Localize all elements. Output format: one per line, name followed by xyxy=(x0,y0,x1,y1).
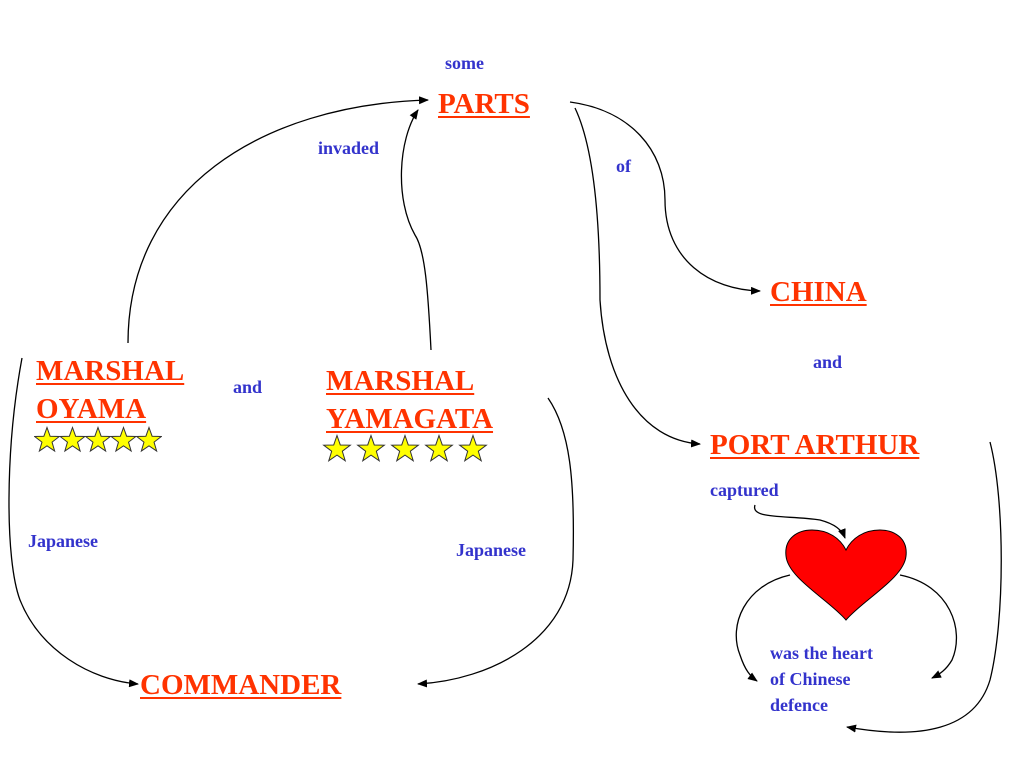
arrow-oyama-to-parts xyxy=(127,96,429,344)
node-yamagata-line-2: YAMAGATA xyxy=(326,403,494,435)
label-invaded: invaded xyxy=(318,138,380,158)
arrow-heart-right xyxy=(899,574,958,679)
label-and-china: and xyxy=(813,352,843,372)
star-icon xyxy=(322,434,352,463)
arrow-heart-left xyxy=(735,574,791,682)
node-parts: PARTS xyxy=(438,88,530,120)
label-captured: captured xyxy=(710,480,779,500)
node-commander: COMMANDER xyxy=(140,669,342,701)
heart-icon xyxy=(785,529,907,621)
star-icon xyxy=(109,426,138,453)
yamagata-star-rating xyxy=(322,434,488,463)
label-japanese-left: Japanese xyxy=(28,531,99,551)
node-yamagata-line-1: MARSHAL xyxy=(326,365,475,397)
node-oyama-line-1: MARSHAL xyxy=(36,355,185,387)
label-heart-line-1: was the heart xyxy=(770,643,873,663)
star-icon xyxy=(458,434,488,463)
star-icon xyxy=(390,434,420,463)
arrow-parts-to-port-arthur xyxy=(574,107,701,448)
label-some: some xyxy=(445,53,484,73)
arrow-yamagata-to-parts xyxy=(400,109,432,351)
oyama-star-rating xyxy=(34,426,162,453)
label-heart-line-2: of Chinese xyxy=(770,669,851,689)
label-and-marshals: and xyxy=(233,377,263,397)
label-japanese-right: Japanese xyxy=(456,540,527,560)
arrow-oyama-to-commander xyxy=(8,357,139,688)
arrow-port-arthur-to-defence xyxy=(846,441,1002,733)
label-heart-of-defence: was the heart of Chinese defence xyxy=(770,640,873,718)
node-marshal-oyama: MARSHAL OYAMA xyxy=(36,352,184,428)
label-of: of xyxy=(616,156,631,176)
arrow-parts-to-china xyxy=(569,101,761,295)
label-heart-line-3: defence xyxy=(770,695,828,715)
node-marshal-yamagata: MARSHAL YAMAGATA xyxy=(326,362,493,438)
arrow-yamagata-to-commander xyxy=(417,397,575,688)
star-icon xyxy=(356,434,386,463)
node-china: CHINA xyxy=(770,276,867,308)
star-icon xyxy=(34,426,61,453)
arrow-captured-to-heart xyxy=(754,504,846,539)
node-oyama-line-2: OYAMA xyxy=(36,393,147,425)
node-port-arthur: PORT ARTHUR xyxy=(710,429,920,461)
star-icon xyxy=(58,426,87,453)
star-icon xyxy=(84,426,112,453)
star-icon xyxy=(135,426,162,453)
star-icon xyxy=(424,434,454,463)
